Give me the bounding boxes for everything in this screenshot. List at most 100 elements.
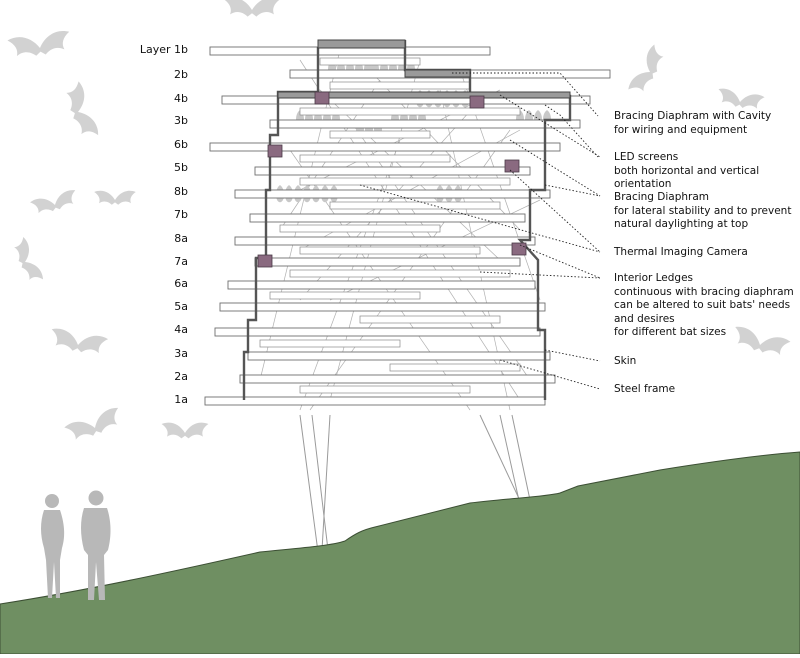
floor-ledge <box>219 302 546 312</box>
bracing-diaphram-cavity <box>404 69 471 78</box>
leader-bracing-diaphram <box>509 139 601 197</box>
floor-ledge <box>234 236 536 246</box>
interior-ledge <box>329 201 501 210</box>
callout-title: Steel frame <box>614 383 676 395</box>
bat-icon <box>161 422 209 439</box>
callout-line: for different bat sizes <box>614 326 727 338</box>
people-silhouettes <box>41 490 111 600</box>
leader-thermal-camera-2 <box>359 184 601 253</box>
callout-title: Bracing Diaphram <box>614 191 710 203</box>
layer-label-1a: 1a <box>174 393 188 406</box>
leader-lines <box>359 72 601 390</box>
leader-thermal-camera <box>509 169 601 253</box>
callout-bracing-cavity: Bracing Diaphram with Cavity for wiring … <box>614 110 796 137</box>
interior-ledge <box>299 107 521 116</box>
callout-title: Interior Ledges <box>614 272 694 284</box>
skin-right <box>403 40 572 400</box>
person-icon <box>81 490 111 600</box>
floor-ledge <box>227 280 536 290</box>
callout-title: Skin <box>614 355 637 367</box>
bracing-diaphram <box>277 91 571 99</box>
floor-ledge <box>239 374 556 384</box>
floor-ledge <box>209 142 561 152</box>
callout-line: for wiring and equipment <box>614 123 748 136</box>
floor-ledge <box>247 351 551 361</box>
interior-ledge <box>299 154 451 163</box>
layer-label-4b: 4b <box>174 92 188 105</box>
callout-interior-ledges: Interior Ledges continuous with bracing … <box>614 272 796 340</box>
layer-label-2a: 2a <box>174 370 188 383</box>
floor-ledge <box>254 257 521 267</box>
layer-label-2b: 2b <box>174 68 188 81</box>
layer-label-8a: 8a <box>174 232 188 245</box>
floor-ledge <box>234 189 551 199</box>
leader-led-screens-2 <box>499 94 601 158</box>
layer-label-5b: 5b <box>174 161 188 174</box>
layer-label-6b: 6b <box>174 138 188 151</box>
leader-skin <box>544 349 601 362</box>
interior-ledge <box>389 363 521 372</box>
bat-icon <box>716 87 765 112</box>
floor-ledge <box>214 327 541 337</box>
bracing-diaphram-top <box>317 39 406 49</box>
thermal-camera-icon <box>469 95 485 109</box>
leader-interior-ledges-2 <box>479 271 601 279</box>
callout-thermal-camera: Thermal Imaging Camera <box>614 246 796 260</box>
layer-label-7a: 7a <box>174 255 188 268</box>
leader-led-screens <box>544 104 599 158</box>
layer-label-5a: 5a <box>174 300 188 313</box>
ground-hill <box>0 451 800 655</box>
bat-icon <box>10 236 45 286</box>
callout-led-screens: LED screens both horizontal and vertical… <box>614 151 796 192</box>
interior-ledge <box>359 315 501 324</box>
callout-title: Thermal Imaging Camera <box>614 246 748 258</box>
layer-label-7b: 7b <box>174 208 188 221</box>
callout-title: Bracing Diaphram with Cavity <box>614 110 772 122</box>
thermal-camera-icon <box>267 144 283 158</box>
callout-line: can be altered to suit bats' needs and d… <box>614 299 791 325</box>
leader-bracing-cavity <box>452 72 599 117</box>
bat-icon <box>7 29 72 60</box>
bat-icon <box>62 80 100 142</box>
interior-ledge <box>299 385 471 394</box>
layer-label-1b: Layer 1b <box>139 43 188 56</box>
layer-label-8b: 8b <box>174 185 188 198</box>
leader-bracing-diaphram-2 <box>544 184 601 197</box>
floor-ledge <box>254 166 531 176</box>
interior-ledge <box>329 81 471 90</box>
bat-icon <box>48 327 109 357</box>
interior-ledge <box>269 291 421 300</box>
interior-ledge <box>299 246 481 255</box>
skin-left <box>242 47 320 400</box>
interior-ledge <box>319 57 421 66</box>
bat-icon <box>627 43 669 98</box>
layer-label-3b: 3b <box>174 114 188 127</box>
person-icon <box>41 494 65 598</box>
callout-line: for lateral stability and to prevent nat… <box>614 204 792 231</box>
floor-ledge <box>269 119 581 129</box>
thermal-camera-icon <box>504 159 520 173</box>
bat-icon <box>29 188 80 217</box>
interior-ledge <box>299 177 511 186</box>
tower-structure <box>204 39 611 411</box>
bat-icon <box>223 0 281 17</box>
callout-line: continuous with bracing diaphram <box>614 285 794 298</box>
interior-ledge <box>329 130 431 139</box>
callout-steel-frame: Steel frame <box>614 383 796 397</box>
callout-title: LED screens <box>614 151 679 163</box>
interior-ledge <box>259 339 401 348</box>
layer-label-4a: 4a <box>174 323 188 336</box>
lattice-line <box>299 99 481 301</box>
floor-ledge <box>249 213 526 223</box>
thermal-camera-icon <box>511 242 527 256</box>
floor-ledge <box>204 396 546 406</box>
callout-bracing-diaphram: Bracing Diaphram for lateral stability a… <box>614 191 796 232</box>
bat-icon <box>63 406 125 444</box>
callout-line: both horizontal and vertical orientation <box>614 164 760 191</box>
thermal-camera-icon <box>257 254 273 268</box>
layer-label-6a: 6a <box>174 277 188 290</box>
callout-skin: Skin <box>614 355 796 369</box>
thermal-camera-icon <box>314 91 330 105</box>
